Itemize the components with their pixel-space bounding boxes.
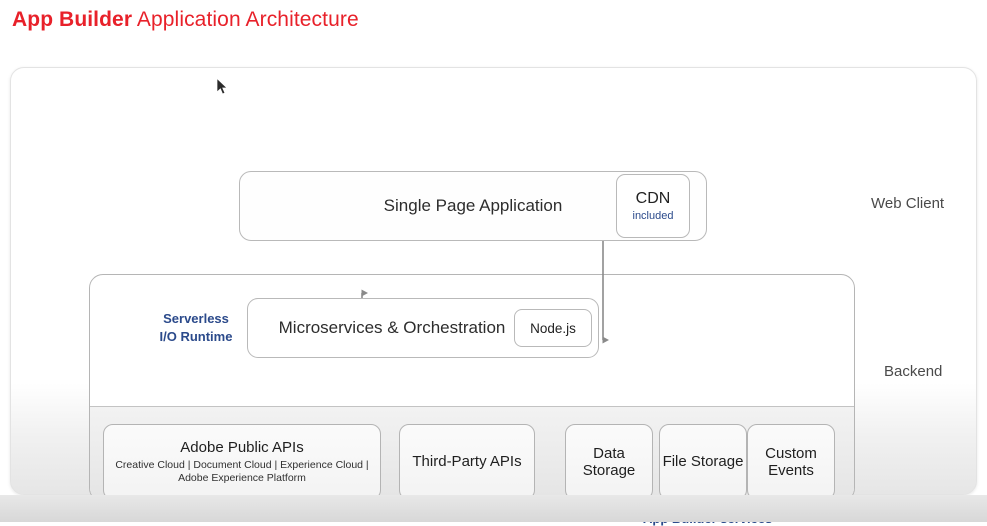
service-box-data-storage[interactable]: Data Storage [565,424,653,500]
microservices-orchestration-box[interactable]: Microservices & Orchestration [247,298,599,358]
service-box-adobe-public-apis[interactable]: Adobe Public APIs Creative Cloud | Docum… [103,424,381,500]
cdn-subtitle: included [632,209,674,222]
nodejs-badge[interactable]: Node.js [514,309,592,347]
service-title: File Storage [662,453,744,471]
cdn-title: CDN [635,189,671,207]
zone-label-backend: Backend [884,363,943,380]
service-box-third-party-apis[interactable]: Third-Party APIs [399,424,535,500]
mouse-cursor-icon [216,78,228,95]
service-box-custom-events[interactable]: Custom Events [747,424,835,500]
service-title: Adobe Public APIs [180,438,304,456]
microservices-orchestration-label: Microservices & Orchestration [278,318,506,337]
cdn-box[interactable]: CDN included [616,174,690,238]
architecture-diagram-card: Single Page Application CDN included Ser… [10,67,977,526]
service-box-file-storage[interactable]: File Storage [659,424,747,500]
service-title: Custom Events [765,444,817,479]
service-title: Data Storage [582,444,636,479]
page-bottom-fade [0,495,987,522]
page-title-rest: Application Architecture [132,8,359,31]
service-title: Third-Party APIs [412,453,522,471]
serverless-runtime-label: Serverless I/O Runtime [148,310,244,345]
serverless-runtime-label-line1: Serverless [163,311,229,326]
page-title: App Builder Application Architecture [12,8,359,32]
serverless-runtime-label-line2: I/O Runtime [159,328,233,344]
zone-label-web-client: Web Client [871,195,945,212]
single-page-application-label: Single Page Application [383,196,563,215]
page-title-brand: App Builder [12,8,133,31]
service-subtitle: Creative Cloud | Document Cloud | Experi… [115,459,369,485]
